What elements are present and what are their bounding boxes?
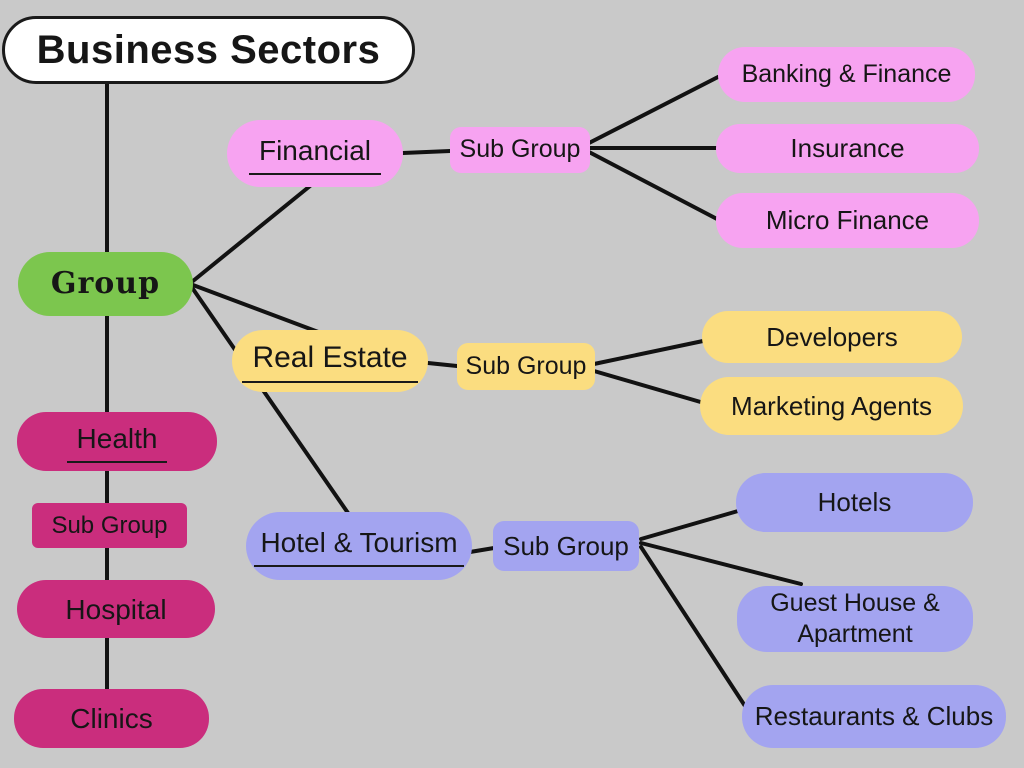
node-banking-finance: Banking & Finance [718,47,975,102]
node-sub-group-financial: Sub Group [450,127,590,173]
node-sub-group-real-estate: Sub Group [457,343,595,390]
edge-hotel-subgroup [468,546,496,554]
developers-label: Developers [766,321,898,352]
banking-finance-label: Banking & Finance [741,59,952,88]
node-hospital: Hospital [17,580,215,638]
edge-subgroup-restaurants [639,545,747,708]
clinics-label: Clinics [70,703,153,734]
edge-subgroup-guesthouse [639,541,803,586]
node-clinics: Clinics [14,689,209,748]
micro-finance-label: Micro Finance [765,205,930,236]
node-guest-house-apartment: Guest House & Apartment [737,586,973,652]
node-real-estate: Real Estate [232,330,428,392]
restaurants-clubs-label: Restaurants & Clubs [754,701,994,732]
edge-financial-subgroup [401,149,452,155]
node-financial-label: Financial [248,133,382,175]
node-marketing-agents: Marketing Agents [700,377,963,435]
node-sub-group-hotel: Sub Group [493,521,639,571]
node-sub-group-health: Sub Group [32,503,187,548]
edge-subgroup-developers [592,339,705,366]
edge-group-realestate [191,283,323,335]
sub-group-real-estate-label: Sub Group [465,351,587,380]
hotels-label: Hotels [817,487,892,518]
sub-group-financial-label: Sub Group [459,135,581,164]
node-health: Health [17,412,217,471]
hospital-label: Hospital [65,593,167,625]
edge-realestate-subgroup [426,361,459,368]
sub-group-hotel-label: Sub Group [503,530,629,561]
node-business-sectors: Business Sectors [2,16,415,84]
insurance-label: Insurance [790,133,905,164]
marketing-agents-label: Marketing Agents [731,390,932,421]
edge-subgroup-microfinance [587,150,719,221]
node-group: Group [18,252,193,316]
sub-group-health-label: Sub Group [51,511,168,539]
node-financial: Financial [227,120,403,187]
edge-group-financial [191,184,312,283]
node-micro-finance: Micro Finance [716,193,979,248]
node-real-estate-label: Real Estate [242,339,418,384]
node-hotel-tourism: Hotel & Tourism [246,512,472,580]
node-developers: Developers [702,311,962,363]
edge-subgroup-hotels [639,509,740,541]
node-hotels: Hotels [736,473,973,532]
node-hotel-tourism-label: Hotel & Tourism [254,525,464,567]
node-restaurants-clubs: Restaurants & Clubs [742,685,1006,748]
diagram-title: Business Sectors [36,28,381,72]
edge-subgroup-marketing [592,369,706,405]
node-insurance: Insurance [716,124,979,173]
node-group-label: Group [50,266,161,302]
edge-subgroup-banking [587,75,720,145]
node-health-label: Health [66,421,168,463]
edge-group-hotel [191,287,350,515]
guest-house-apartment-label: Guest House & Apartment [770,588,940,648]
